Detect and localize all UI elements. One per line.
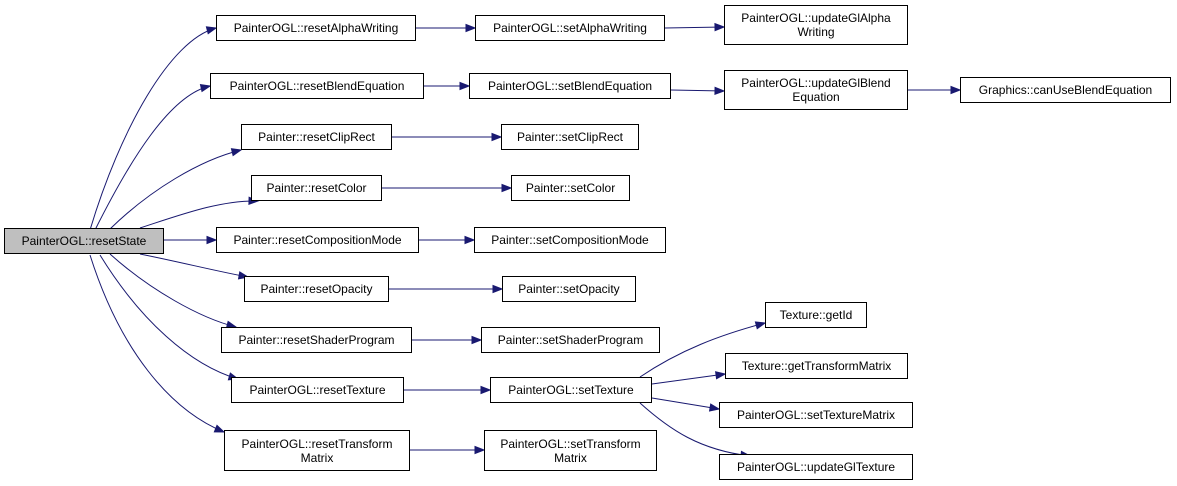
arrowhead-getTransformMatrix xyxy=(715,371,727,380)
arrowhead-resetBlendEquation xyxy=(199,83,212,93)
arrowhead-getId xyxy=(754,321,767,330)
node-resetCompositionMode[interactable]: Painter::resetCompositionMode xyxy=(216,227,419,253)
node-setTexture[interactable]: PainterOGL::setTexture xyxy=(490,377,652,403)
node-getId[interactable]: Texture::getId xyxy=(765,302,867,328)
arrowhead-setCompositionMode xyxy=(464,235,476,245)
edge-to-resetOpacity xyxy=(139,253,249,278)
node-resetTransformMatrix[interactable]: PainterOGL::resetTransform Matrix xyxy=(224,430,410,471)
node-resetState: PainterOGL::resetState xyxy=(4,228,164,254)
edge-to-updateGlAlphaWriting xyxy=(664,26,725,29)
node-resetColor[interactable]: Painter::resetColor xyxy=(251,175,382,201)
node-resetClipRect[interactable]: Painter::resetClipRect xyxy=(241,124,392,150)
node-resetTexture[interactable]: PainterOGL::resetTexture xyxy=(231,377,404,403)
node-resetShaderProgram[interactable]: Painter::resetShaderProgram xyxy=(221,327,412,353)
arrowhead-setTransformMatrix xyxy=(474,445,486,455)
node-setAlphaWriting[interactable]: PainterOGL::setAlphaWriting xyxy=(475,15,665,41)
edge-to-resetColor xyxy=(139,200,259,229)
node-setOpacity[interactable]: Painter::setOpacity xyxy=(502,276,636,302)
arrowhead-setOpacity xyxy=(492,284,504,294)
node-setTextureMatrix[interactable]: PainterOGL::setTextureMatrix xyxy=(719,402,913,428)
edge-to-resetTexture xyxy=(99,254,239,380)
edge-to-resetClipRect xyxy=(109,149,242,230)
node-canUseBlendEquation[interactable]: Graphics::canUseBlendEquation xyxy=(960,77,1171,103)
node-resetOpacity[interactable]: Painter::resetOpacity xyxy=(244,276,389,302)
node-updateGlTexture[interactable]: PainterOGL::updateGlTexture xyxy=(719,454,913,480)
node-updateGlBlendEquation[interactable]: PainterOGL::updateGlBlend Equation xyxy=(724,70,908,110)
node-setShaderProgram[interactable]: Painter::setShaderProgram xyxy=(481,327,660,353)
arrowhead-setTextureMatrix xyxy=(708,403,721,412)
arrowhead-updateGlBlendEquation xyxy=(714,86,726,96)
node-getTransformMatrix[interactable]: Texture::getTransformMatrix xyxy=(725,353,908,379)
arrowhead-resetCompositionMode xyxy=(206,235,218,245)
arrowhead-updateGlAlphaWriting xyxy=(714,22,726,32)
node-setTransformMatrix[interactable]: PainterOGL::setTransform Matrix xyxy=(484,430,657,471)
edge-to-resetTransformMatrix xyxy=(89,254,225,433)
arrowhead-setAlphaWriting xyxy=(465,23,477,33)
edge-to-resetBlendEquation xyxy=(94,85,211,231)
arrowhead-setTexture xyxy=(480,385,492,395)
node-setCompositionMode[interactable]: Painter::setCompositionMode xyxy=(474,227,666,253)
edge-to-getTransformMatrix xyxy=(651,373,726,385)
arrowhead-setShaderProgram xyxy=(471,335,483,345)
arrowhead-setBlendEquation xyxy=(459,81,471,91)
node-resetAlphaWriting[interactable]: PainterOGL::resetAlphaWriting xyxy=(216,15,416,41)
node-setColor[interactable]: Painter::setColor xyxy=(511,175,630,201)
edge-to-getId xyxy=(639,322,766,378)
edge-to-resetAlphaWriting xyxy=(89,27,217,231)
arrowhead-setColor xyxy=(501,183,513,193)
arrowhead-setClipRect xyxy=(491,132,503,142)
node-setBlendEquation[interactable]: PainterOGL::setBlendEquation xyxy=(469,73,671,99)
arrowhead-canUseBlendEquation xyxy=(950,85,962,95)
edge-to-setTextureMatrix xyxy=(651,397,720,410)
arrowhead-resetAlphaWriting xyxy=(205,26,218,35)
node-updateGlAlphaWriting[interactable]: PainterOGL::updateGlAlpha Writing xyxy=(724,5,908,45)
edge-to-updateGlTexture xyxy=(639,402,751,457)
edge-to-resetShaderProgram xyxy=(109,253,237,328)
arrowhead-resetTransformMatrix xyxy=(213,424,226,433)
node-setClipRect[interactable]: Painter::setClipRect xyxy=(501,124,639,150)
node-resetBlendEquation[interactable]: PainterOGL::resetBlendEquation xyxy=(210,73,424,99)
arrowhead-resetClipRect xyxy=(230,148,243,157)
